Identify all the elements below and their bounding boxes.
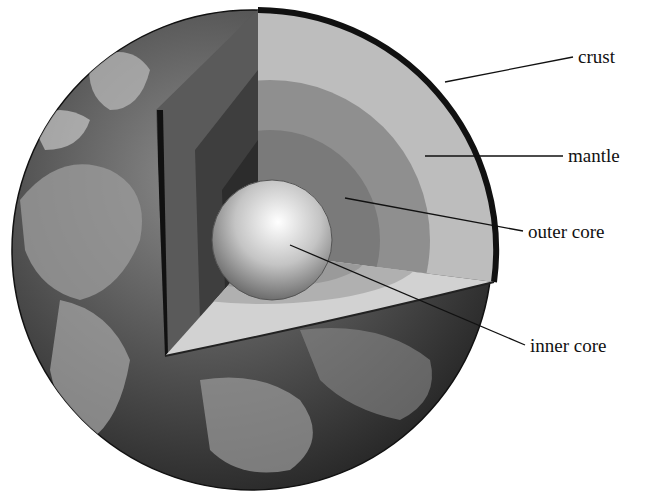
part-label: crust [576, 46, 617, 68]
leader-line [425, 155, 563, 156]
part-label: outer core [526, 221, 606, 243]
leader-line [445, 57, 573, 82]
inner-core-sphere [212, 180, 332, 300]
cut-face-back [110, 0, 510, 400]
leader-lines [290, 57, 573, 345]
floor-edge [165, 282, 494, 356]
part-label: mantle [566, 145, 622, 167]
leader-line [290, 245, 525, 345]
leader-line [345, 198, 523, 231]
part-label: inner core [528, 335, 608, 357]
